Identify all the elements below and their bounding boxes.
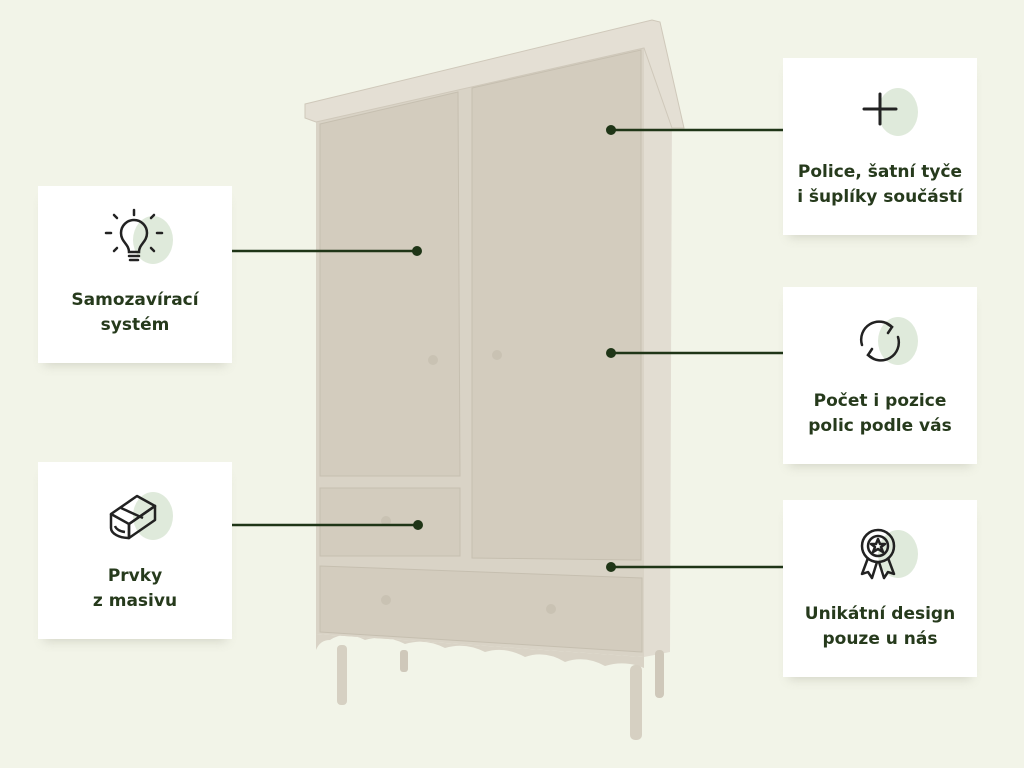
refresh-icon — [859, 320, 901, 362]
lightbulb-icon — [104, 208, 164, 262]
feature-label: Samozavírací systém — [71, 290, 199, 335]
feature-card-shelves: Police, šatní tyče i šuplíky součástí — [783, 58, 977, 235]
award-ribbon-icon — [860, 528, 896, 580]
wood-block-icon — [109, 494, 157, 540]
feature-card-shelf-positions: Počet i pozice polic podle vás — [783, 287, 977, 464]
feature-card-unique-design: Unikátní design pouze u nás — [783, 500, 977, 677]
feature-label: Prvky z masivu — [92, 566, 178, 611]
feature-card-soft-close: Samozavírací systém — [38, 186, 232, 363]
feature-label: Počet i pozice polic podle vás — [808, 391, 952, 436]
feature-label: Unikátní design pouze u nás — [804, 604, 956, 649]
feature-label: Police, šatní tyče i šuplíky součástí — [797, 162, 963, 207]
feature-card-solid-wood: Prvky z masivu — [38, 462, 232, 639]
callout-lines — [210, 125, 808, 572]
plus-icon — [862, 92, 898, 126]
